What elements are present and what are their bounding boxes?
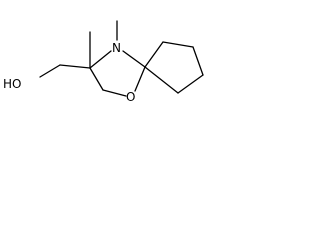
bond-ring-bottom	[177, 74, 204, 94]
bond-ring-right	[192, 46, 204, 76]
bond-oxygen-spiro	[134, 66, 146, 92]
atom-labels: HO N O	[3, 41, 135, 104]
nitrogen-label: N	[112, 41, 121, 55]
bond-methylene-c3	[59, 64, 91, 69]
bond-c4-oxygen	[102, 89, 127, 97]
bond-c3-c4	[89, 67, 104, 91]
bond-hydroxyl-methylene	[39, 64, 61, 78]
bonds	[39, 20, 204, 97]
molecule-structure: HO N O	[3, 20, 204, 104]
bond-spiro-ring-top	[144, 41, 164, 68]
bond-c3-nitrogen	[89, 50, 112, 69]
bond-nitrogen-spiro	[122, 50, 146, 68]
hydroxyl-label: HO	[3, 77, 21, 91]
bond-ring-top	[162, 41, 194, 48]
oxygen-label: O	[126, 90, 135, 104]
bond-ring-spiro-bottom	[144, 66, 179, 94]
